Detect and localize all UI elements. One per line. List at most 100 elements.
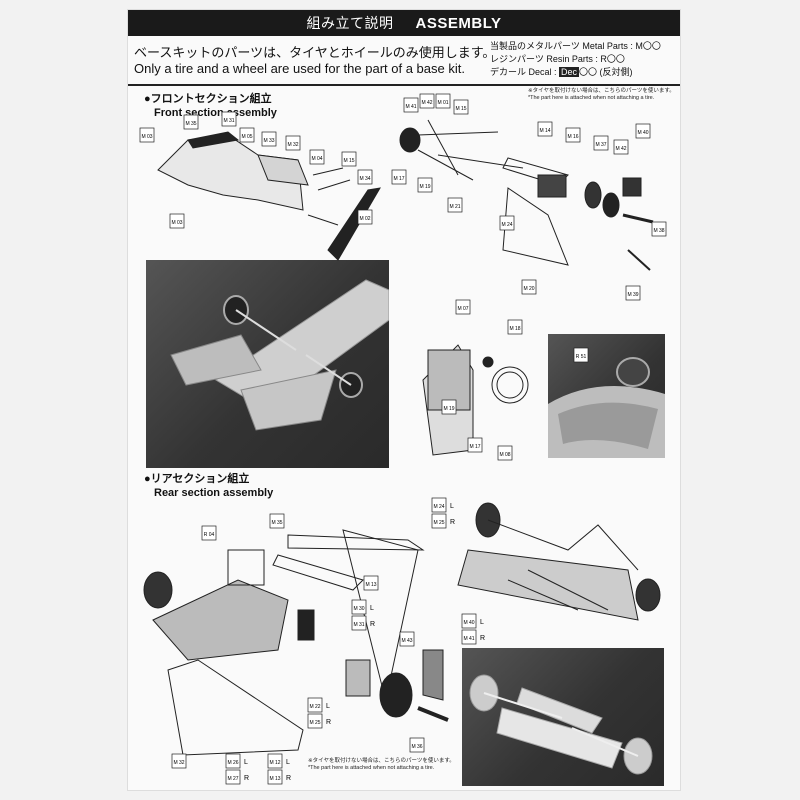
part-tag-label: M 39 [627,292,638,298]
part-tag-suffix: L [244,759,248,766]
part-tag: M 19 [417,177,433,193]
part-tag: M 01 [435,93,451,109]
part-tag: M 13 [267,769,283,785]
part-tag-suffix: L [450,503,454,510]
part-tag-label: M 27 [227,776,238,782]
part-tag-label: M 36 [411,744,422,750]
part-tag-label: M 01 [437,100,448,106]
part-tag-label: M 19 [443,406,454,412]
part-tag: M 25 [431,513,447,529]
part-tag: M 36 [409,737,425,753]
part-tag-label: M 18 [509,326,520,332]
part-tag: M 26 [225,753,241,769]
part-tag-label: M 16 [567,134,578,140]
part-tag-label: M 33 [263,138,274,144]
part-tag-label: M 02 [359,216,370,222]
cockpit-drawing [422,344,529,456]
front-suspension-drawing [399,119,654,271]
part-tag-suffix: L [326,703,330,710]
part-tag: M 40 [635,123,651,139]
part-tag-label: M 38 [653,228,664,234]
front-wing-drawing [157,131,381,261]
rear-note-en: *The part here is attached when not atta… [308,765,435,771]
part-tag-label: M 05 [241,134,252,140]
part-tag-label: M 34 [359,176,370,182]
header-divider [128,84,680,86]
rear-title-jp: ●リアセクション組立 [144,473,250,485]
part-tag-label: M 19 [419,184,430,190]
legend-resin: レジンパーツ Resin Parts : R〇〇 [490,54,625,64]
rear-note: ※タイヤを取付けない場合は、こちらのパーツを使います。 *The part he… [308,758,455,772]
part-tag: M 30 [351,599,367,615]
part-tag-label: M 13 [365,582,376,588]
part-tag-label: M 15 [343,158,354,164]
front-note-en: *The part here is attached when not atta… [528,95,655,101]
part-tag: M 15 [341,151,357,167]
part-tag-label: M 14 [539,128,550,134]
part-tag: M 32 [285,135,301,151]
part-tag-label: M 20 [523,286,534,292]
exploded-diagrams: M 03 M 35 M 31 M 05 M 33 M 32 M 04 M 15 … [139,93,667,785]
part-tag-label: M 21 [449,204,460,210]
part-tag-suffix: L [370,605,374,612]
part-tag: M 43 [399,631,415,647]
part-tag: M 33 [261,131,277,147]
part-tag: M 18 [507,319,523,335]
front-note: ※タイヤを取付けない場合は、こちらのパーツを使います。 *The part he… [528,88,675,102]
part-tag-label: M 15 [455,106,466,112]
part-tag-label: M 17 [469,444,480,450]
part-tag-suffix: R [244,775,249,782]
legend-decal-suffix: 〇〇 (反対側) [579,67,633,77]
part-tag: M 15 [453,99,469,115]
part-tag: M 40 [461,613,477,629]
part-tag: M 25 [307,713,323,729]
part-tag-label: M 03 [171,220,182,226]
rear-photo-illustration [469,674,653,775]
part-tag-label: M 35 [271,520,282,526]
rear-title-en: Rear section assembly [154,487,274,499]
part-tag-suffix: L [286,759,290,766]
banner-title-en: ASSEMBLY [415,14,502,32]
part-tag: M 20 [521,279,537,295]
front-title-jp: ●フロントセクション組立 [144,93,272,105]
part-tag-label: M 08 [499,452,510,458]
part-tag: M 42 [613,139,629,155]
intro-text-jp: ベースキットのパーツは、タイヤとホイールのみ使用します。 [134,45,496,60]
part-tag-label: R 04 [204,532,215,538]
part-tag-label: M 30 [353,606,364,612]
part-tag: M 38 [651,221,667,237]
legend-decal-badge: Dec [559,67,580,77]
banner-title-jp: 組み立て説明 [306,15,394,31]
part-tag-label: M 31 [223,118,234,124]
part-tag-label: M 42 [421,100,432,106]
rear-section-photo [462,648,664,786]
part-tag-label: M 24 [501,222,512,228]
part-tag-label: M 31 [353,622,364,628]
parts-legend: 当製品のメタルパーツ Metal Parts : M〇〇 レジンパーツ Resi… [490,40,661,79]
part-tag-label: M 13 [269,776,280,782]
part-tag: R 51 [573,347,589,363]
part-tag: M 14 [537,121,553,137]
part-tag: M 24 [431,497,447,513]
part-tag-suffix: L [480,619,484,626]
part-tag: M 07 [455,299,471,315]
part-tag-label: M 40 [637,130,648,136]
part-tag: M 21 [447,197,463,213]
part-tag: M 32 [171,753,187,769]
part-tag-label: M 03 [141,134,152,140]
part-tag-label: M 24 [433,504,444,510]
part-tag-label: M 26 [227,760,238,766]
part-tag: M 13 [363,575,379,591]
cockpit-photo-illustration [548,357,665,458]
front-photo-illustration [170,279,389,431]
part-tag-label: M 04 [311,156,322,162]
part-tag-label: M 41 [405,104,416,110]
part-tag: R 04 [201,525,217,541]
part-tag-label: M 22 [309,704,320,710]
rear-chassis-drawing [143,529,449,756]
part-tag: M 34 [357,169,373,185]
part-tag-suffix: R [370,621,375,628]
part-tag: M 03 [169,213,185,229]
assembly-banner: 組み立て説明 ASSEMBLY [128,10,680,36]
